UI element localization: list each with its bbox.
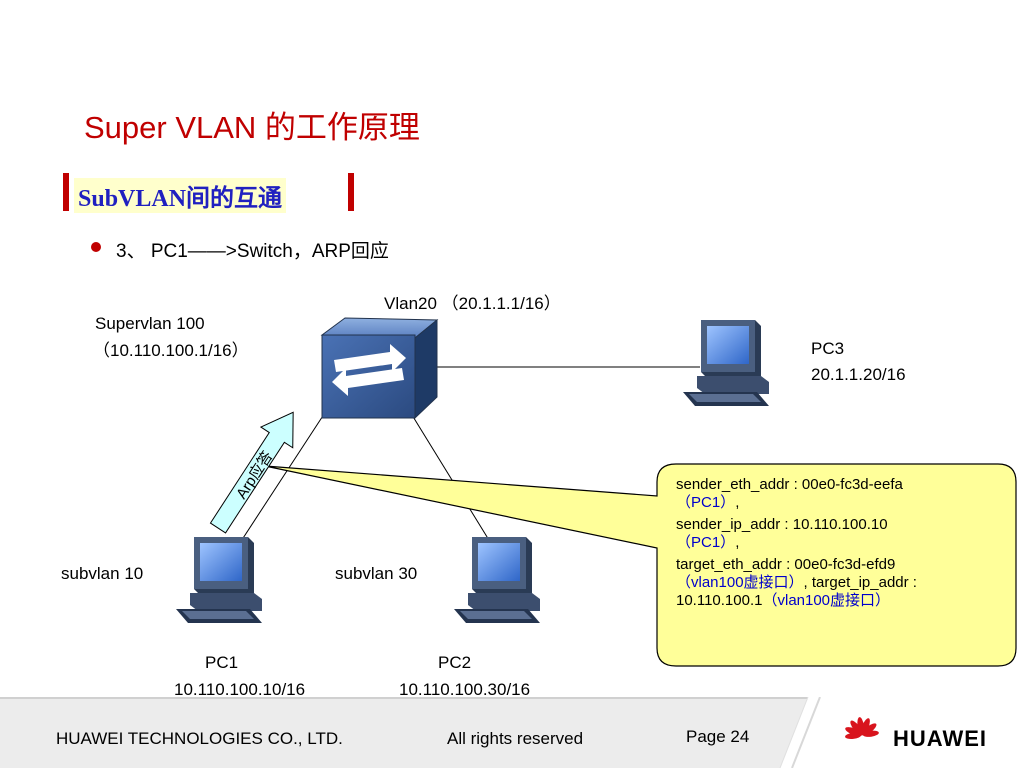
- arp-reply-arrow: [209, 411, 294, 534]
- supervlan-label: Supervlan 100: [95, 314, 205, 333]
- target-ip-prefix: , target_ip_addr :: [803, 574, 917, 591]
- supervlan-ip-label: （10.110.100.1/16）: [93, 341, 249, 360]
- pc2-ip-label: 10.110.100.30/16: [399, 680, 531, 699]
- subvlan10-label: subvlan 10: [61, 564, 144, 583]
- link-switch-pc1: [231, 404, 331, 556]
- pc3-name-label: PC3: [811, 339, 845, 358]
- bullet-icon: [91, 242, 101, 252]
- footer-page-number: Page 24: [686, 727, 750, 746]
- arp-reply-details: sender_eth_addr : 00e0-fc3d-eefa （PC1） , …: [676, 476, 1016, 610]
- sender-ip-owner: （PC1）: [676, 534, 736, 551]
- sender-eth-addr: sender_eth_addr : 00e0-fc3d-eefa: [676, 476, 903, 493]
- pc2-computer-icon: [454, 537, 540, 623]
- slide-title: Super VLAN 的工作原理: [84, 110, 420, 145]
- callout-bubble: [264, 463, 1017, 667]
- comma: ,: [735, 534, 740, 551]
- sender-ip-addr: sender_ip_addr : 10.110.100.10: [676, 516, 888, 533]
- sender-eth-owner: （PC1）: [676, 494, 736, 511]
- comma: ,: [735, 494, 740, 511]
- footer-rights: All rights reserved: [447, 729, 584, 748]
- footer-company: HUAWEI TECHNOLOGIES CO., LTD.: [56, 729, 343, 748]
- footer-graphics: [0, 697, 1024, 768]
- target-eth-owner: （vlan100虚接口）: [676, 574, 804, 591]
- pc1-name-label: PC1: [205, 653, 239, 672]
- huawei-flower-logo: [845, 717, 879, 740]
- vlan20-label: Vlan20 （20.1.1.1/16）: [384, 294, 561, 313]
- pc2-name-label: PC2: [438, 653, 472, 672]
- step-text: 3、 PC1——>Switch，ARP回应: [116, 241, 389, 262]
- switch-icon: [320, 317, 439, 420]
- pc3-computer-icon: [683, 320, 769, 406]
- pc3-ip-label: 20.1.1.20/16: [811, 365, 906, 384]
- subheading-bar-left: [63, 173, 69, 211]
- target-ip-addr: 10.110.100.1: [676, 592, 763, 609]
- pc1-computer-icon: [176, 537, 262, 623]
- subheading-bar-right: [348, 173, 354, 211]
- footer: [0, 697, 1024, 768]
- footer-logo-text: HUAWEI: [893, 726, 987, 751]
- target-ip-owner: （vlan100虚接口）: [762, 592, 891, 609]
- subheading: SubVLAN间的互通: [74, 178, 287, 213]
- subvlan30-label: subvlan 30: [335, 564, 418, 583]
- pc1-ip-label: 10.110.100.10/16: [174, 680, 306, 699]
- target-eth-addr: target_eth_addr : 00e0-fc3d-efd9: [676, 556, 896, 573]
